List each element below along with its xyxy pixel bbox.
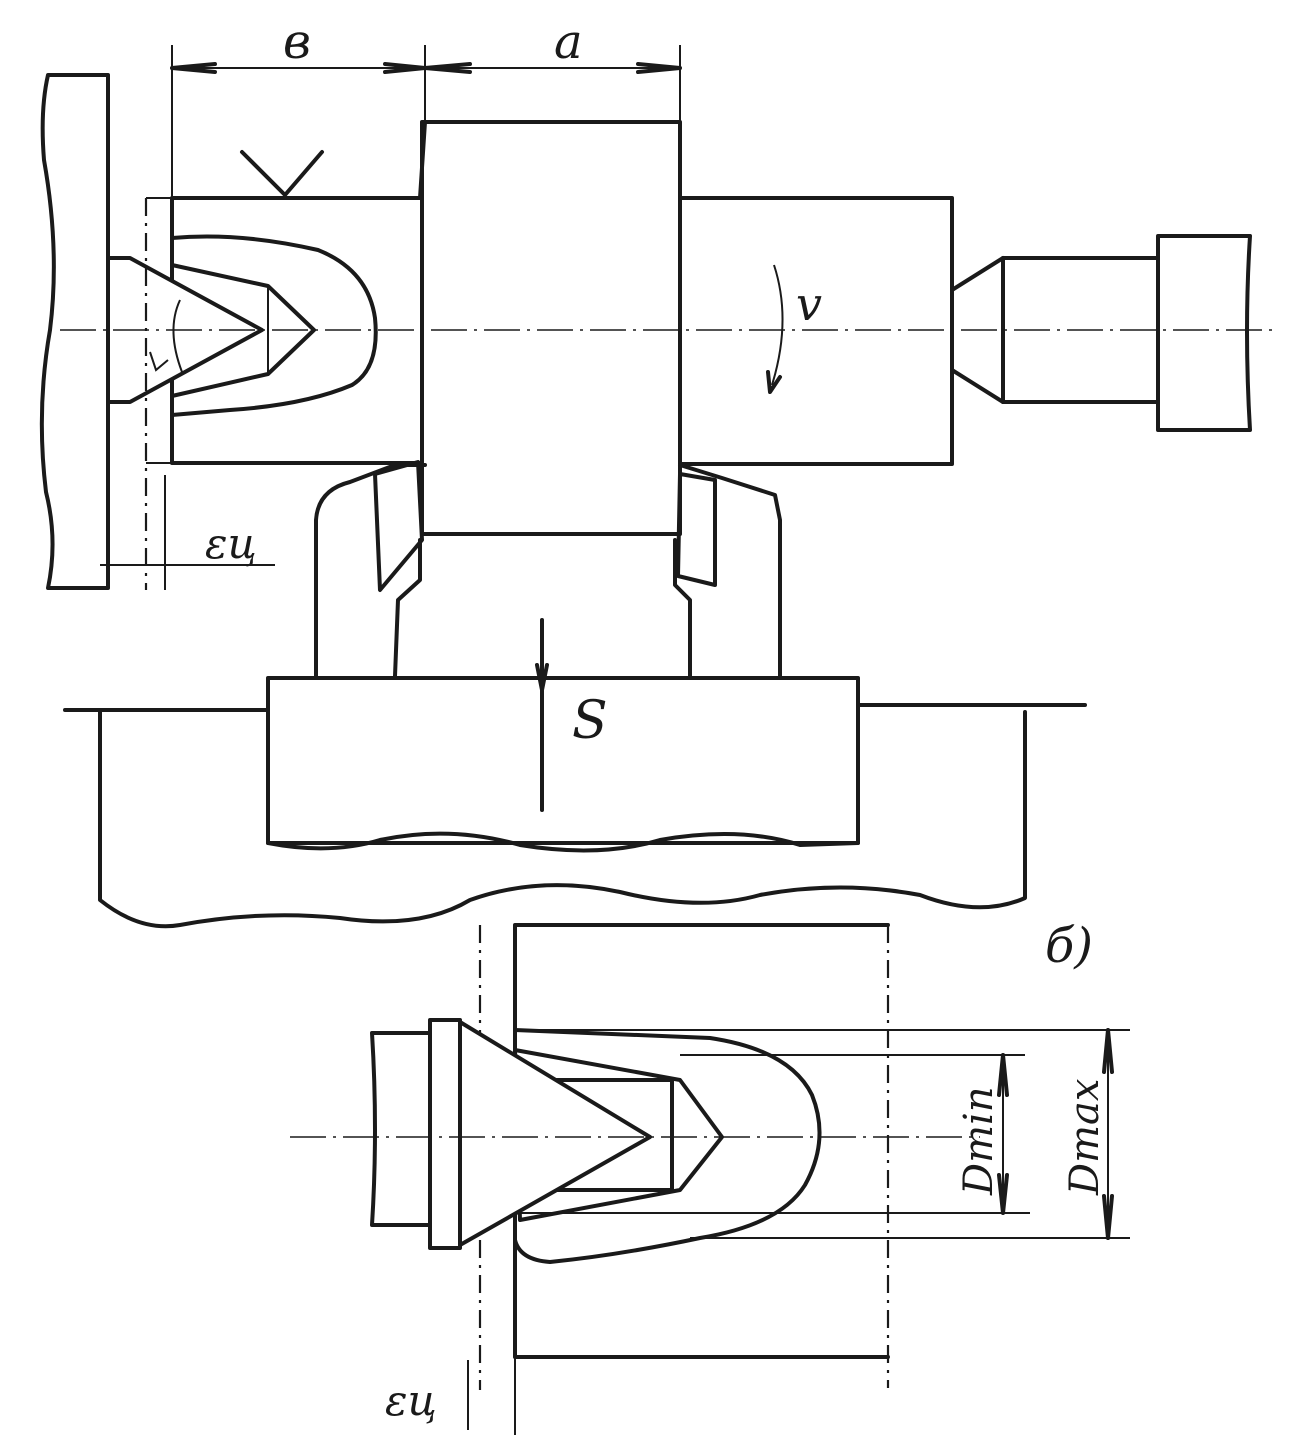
label-a: а xyxy=(554,14,583,70)
part-outline-b xyxy=(513,923,890,1032)
abrasive-insert-left xyxy=(373,460,424,592)
faceplate xyxy=(39,73,110,590)
shaft-section xyxy=(678,196,954,466)
machine-bed xyxy=(98,710,1027,929)
label-dmin: Dmin xyxy=(956,1086,1002,1196)
center-hole-hatched-b xyxy=(513,1028,822,1264)
center-hole-hatched xyxy=(170,234,378,417)
rotation-arrow xyxy=(771,264,784,386)
label-b: в xyxy=(283,14,311,70)
center-shaft-b xyxy=(370,1031,432,1227)
label-rotation: v xyxy=(796,277,822,331)
abrasive-insert-right xyxy=(676,472,717,587)
label-eccentricity-top: εц xyxy=(205,519,257,568)
center-cone-b xyxy=(458,1020,652,1247)
wheel-guard-right xyxy=(678,463,782,678)
grinding-wheel xyxy=(420,120,682,536)
label-view-b: б) xyxy=(1045,918,1093,974)
wheel-guard-left xyxy=(314,463,427,678)
slide-block xyxy=(266,676,860,845)
center-flange-b xyxy=(428,1018,462,1250)
label-dmax: Dmax xyxy=(1062,1079,1108,1196)
label-feed: S xyxy=(572,691,608,751)
roughness-mark xyxy=(240,150,324,197)
shaft-end xyxy=(1156,234,1252,432)
label-eccentricity-bottom: εц xyxy=(385,1376,437,1425)
